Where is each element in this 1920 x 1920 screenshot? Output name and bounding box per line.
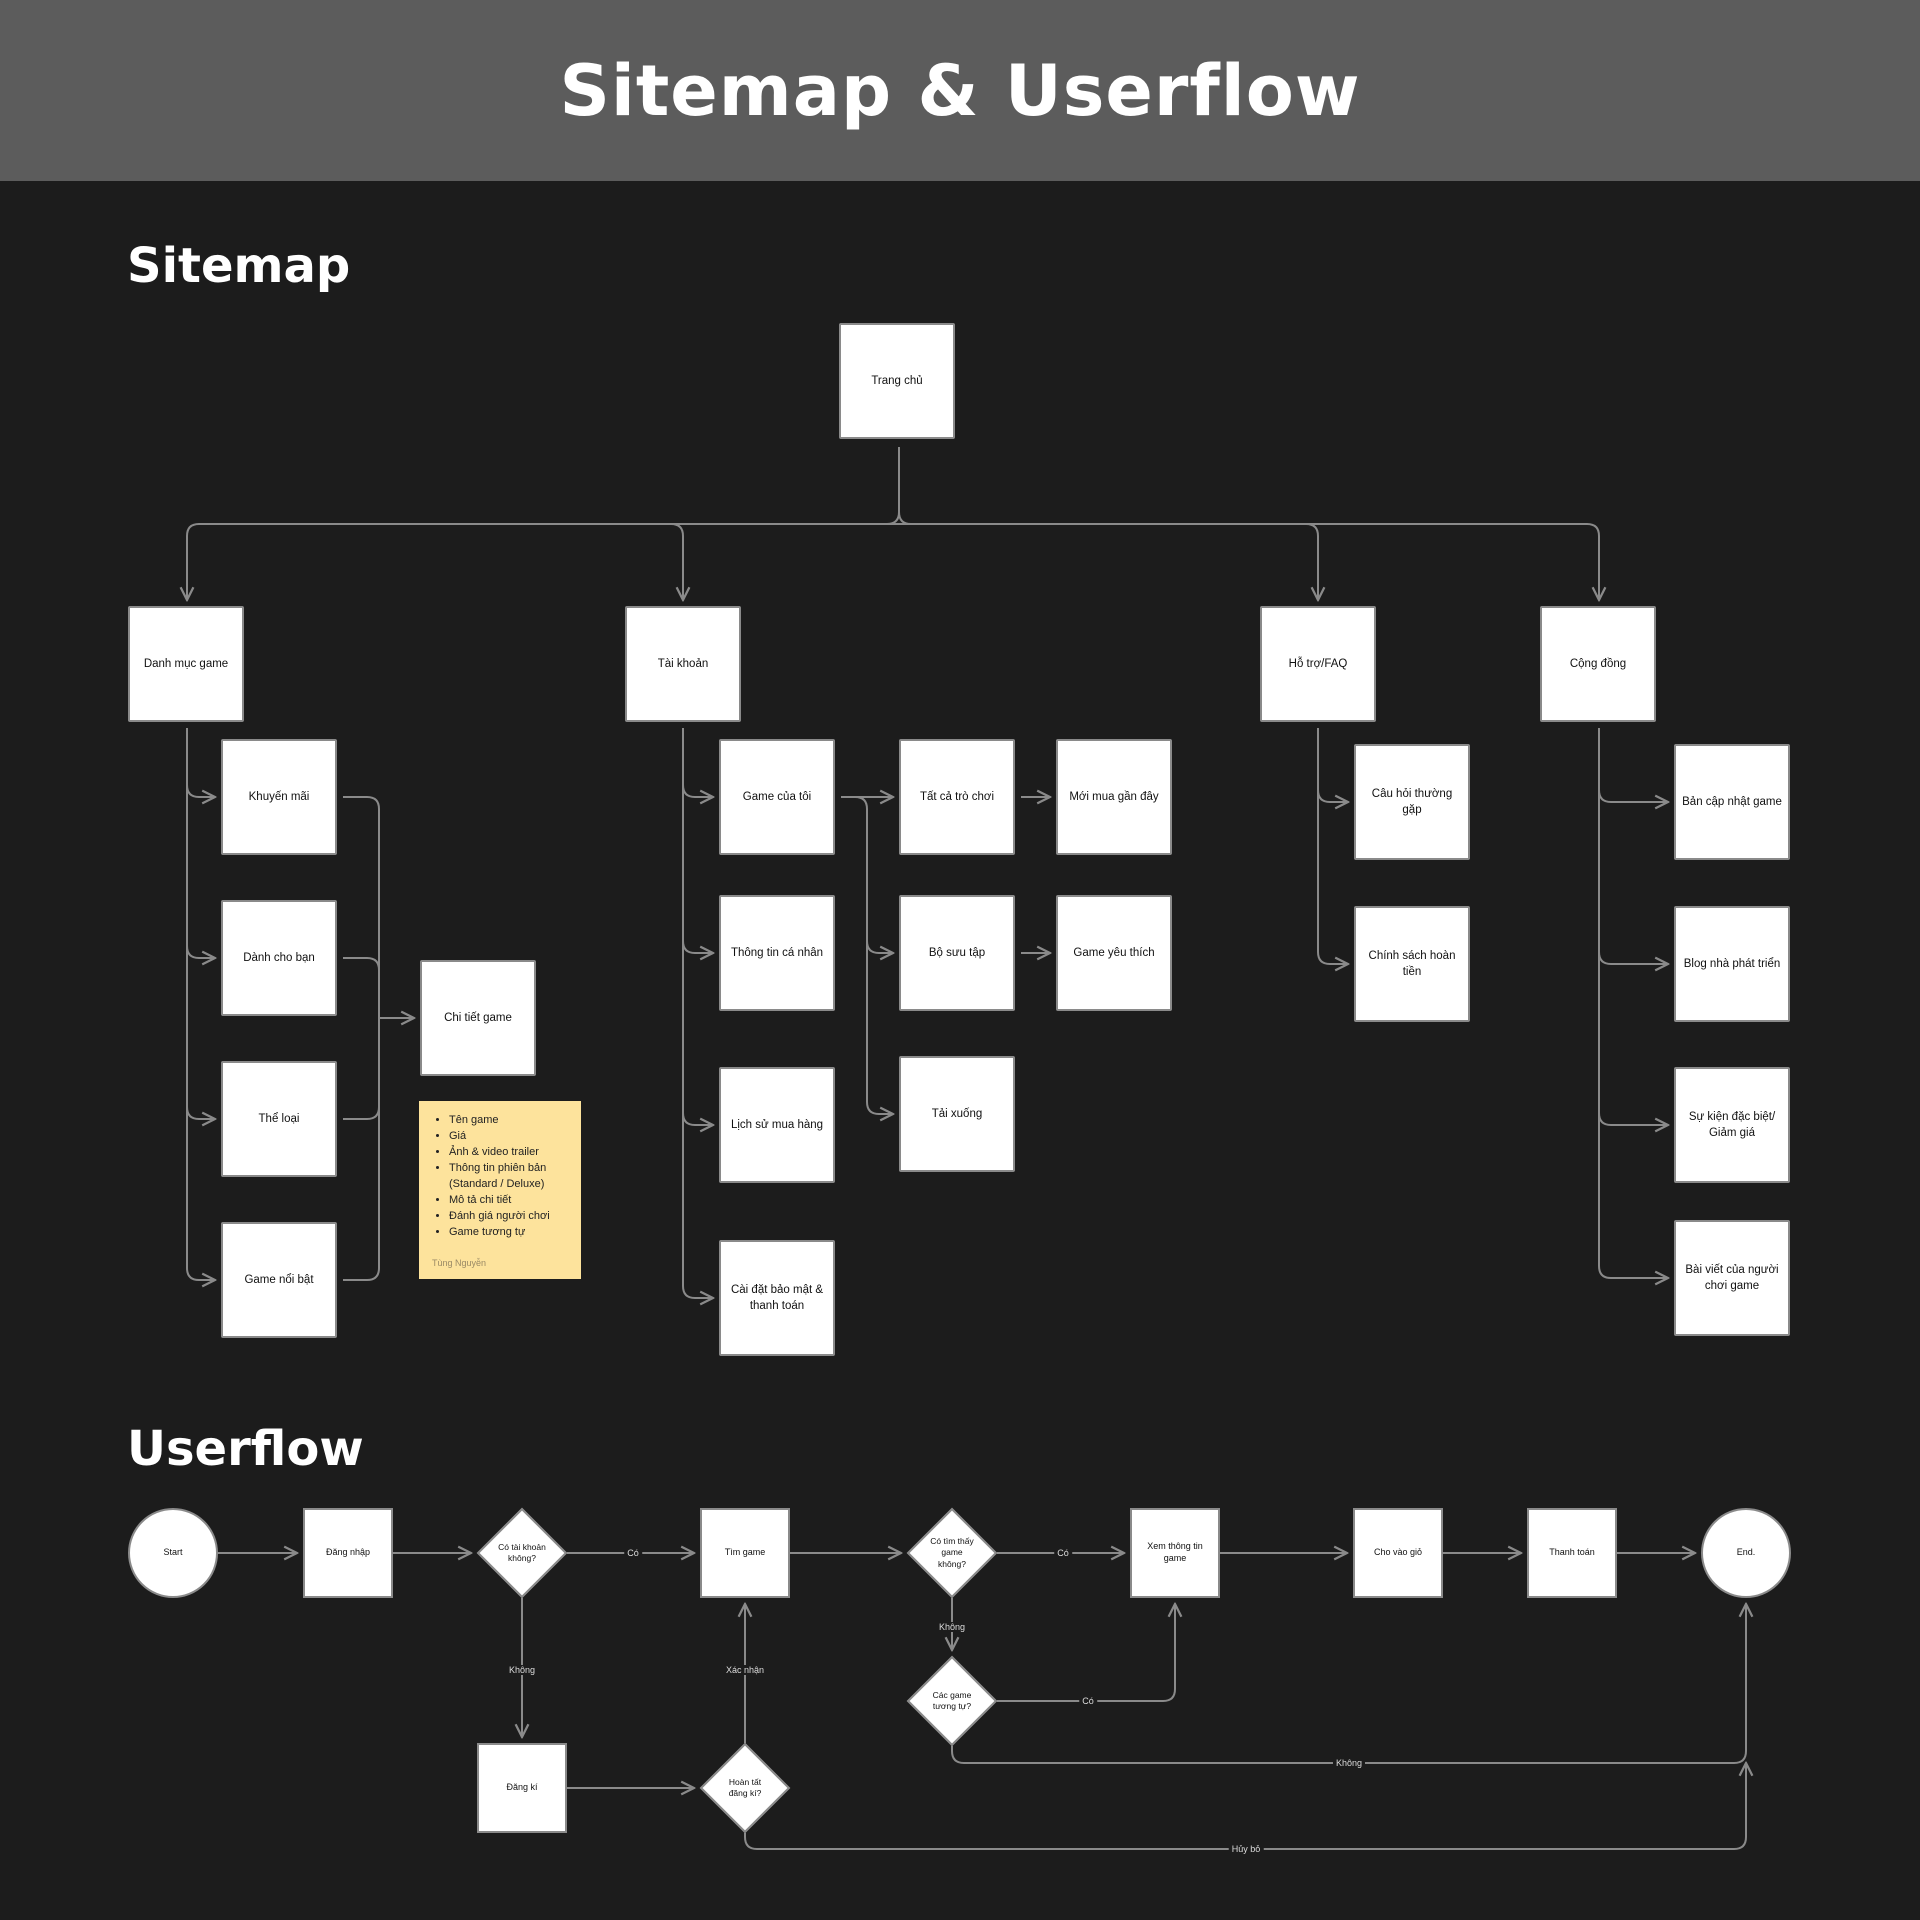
flow-register-done-decision[interactable]: Hoàn tất đăng kí? [699, 1742, 791, 1834]
connector-line [670, 523, 899, 600]
edge-label-yes: Có [1079, 1696, 1097, 1706]
node-featured[interactable]: Game nổi bật [221, 1222, 337, 1338]
node-faq[interactable]: Câu hỏi thường gặp [1354, 744, 1470, 860]
connector-line [186, 945, 215, 958]
connector-line [682, 1112, 713, 1125]
list-item: Giá [449, 1129, 569, 1145]
flow-found-game-decision[interactable]: Có tìm thấy game không? [906, 1507, 998, 1599]
flow-has-account-decision[interactable]: Có tài khoản không? [476, 1507, 568, 1599]
list-item: Game tương tự [449, 1225, 569, 1241]
node-recent[interactable]: Mới mua gần đây [1056, 739, 1172, 855]
connector-line [899, 523, 1318, 600]
game-detail-field-list: Tên game Giá Ảnh & video trailer Thông t… [431, 1113, 569, 1241]
edge-label-yes: Có [1054, 1548, 1072, 1558]
node-collection[interactable]: Bộ sưu tập [899, 895, 1015, 1011]
flow-login[interactable]: Đăng nhập [303, 1508, 393, 1598]
node-all-games[interactable]: Tất cả trò chơi [899, 739, 1015, 855]
connector-line [997, 1604, 1175, 1702]
node-support[interactable]: Hỗ trợ/FAQ [1260, 606, 1376, 722]
node-dev-blog[interactable]: Blog nhà phát triển [1674, 906, 1790, 1022]
flow-checkout[interactable]: Thanh toán [1527, 1508, 1617, 1598]
connector-line [186, 728, 215, 1280]
list-item: Thông tin phiên bản (Standard / Deluxe) [449, 1161, 569, 1193]
connector-line [1598, 789, 1668, 802]
decision-label: Các game tương tự? [932, 1689, 972, 1711]
decision-label: Có tài khoản không? [498, 1541, 546, 1563]
edge-label-confirm: Xác nhận [722, 1665, 768, 1675]
connector-line [343, 1106, 380, 1120]
connector-line [343, 957, 380, 971]
connector-line [186, 1106, 215, 1119]
flow-similar-games-decision[interactable]: Các game tương tự? [906, 1655, 998, 1747]
node-downloads[interactable]: Tải xuống [899, 1056, 1015, 1172]
node-catalog[interactable]: Danh mục game [128, 606, 244, 722]
connector-line [187, 511, 900, 600]
header-bar: Sitemap & Userflow [0, 0, 1920, 181]
edge-label-cancel: Hủy bỏ [1228, 1844, 1264, 1854]
connector-line [186, 784, 215, 797]
connector-line [744, 1763, 1746, 1850]
connector-line [1317, 789, 1348, 802]
list-item: Mô tả chi tiết [449, 1193, 569, 1209]
connector-line [682, 728, 713, 1298]
sitemap-title: Sitemap [127, 238, 351, 294]
connector-line [898, 511, 1599, 600]
node-updates[interactable]: Bản cập nhật game [1674, 744, 1790, 860]
userflow-title: Userflow [127, 1421, 364, 1477]
list-item: Ảnh & video trailer [449, 1145, 569, 1161]
node-genre[interactable]: Thể loại [221, 1061, 337, 1177]
connector-line [1598, 1112, 1668, 1125]
connector-line [343, 796, 380, 1281]
connector-line [682, 784, 713, 797]
page-title: Sitemap & Userflow [559, 49, 1361, 132]
edge-label-no: Không [1332, 1758, 1366, 1768]
edge-label-no: Không [935, 1622, 969, 1632]
node-game-detail[interactable]: Chi tiết game [420, 960, 536, 1076]
sticky-author: Tùng Nguyễn [432, 1258, 487, 1268]
flow-add-cart[interactable]: Cho vào giỏ [1353, 1508, 1443, 1598]
connector-line [682, 940, 713, 953]
decision-label: Hoàn tất đăng kí? [728, 1776, 762, 1798]
edge-label-no: Không [505, 1665, 539, 1675]
node-profile[interactable]: Thông tin cá nhân [719, 895, 835, 1011]
node-community[interactable]: Cộng đồng [1540, 606, 1656, 722]
connector-line [841, 796, 893, 1114]
connector-line [1598, 728, 1668, 1278]
node-for-you[interactable]: Dành cho bạn [221, 900, 337, 1016]
node-account[interactable]: Tài khoản [625, 606, 741, 722]
connector-line [951, 1604, 1746, 1764]
flow-find-game[interactable]: Tìm game [700, 1508, 790, 1598]
flow-end[interactable]: End. [1701, 1508, 1791, 1598]
edge-label-yes: Có [624, 1548, 642, 1558]
node-events[interactable]: Sự kiện đặc biệt/ Giảm giá [1674, 1067, 1790, 1183]
connector-line [1317, 728, 1348, 964]
node-player-posts[interactable]: Bài viết của người chơi game [1674, 1220, 1790, 1336]
flow-start[interactable]: Start [128, 1508, 218, 1598]
node-security-payment[interactable]: Cài đặt bảo mật & thanh toán [719, 1240, 835, 1356]
decision-label: Có tìm thấy game không? [930, 1535, 974, 1569]
node-purchase-history[interactable]: Lịch sử mua hàng [719, 1067, 835, 1183]
node-home[interactable]: Trang chủ [839, 323, 955, 439]
connector-line [866, 940, 893, 953]
node-favorites[interactable]: Game yêu thích [1056, 895, 1172, 1011]
sticky-note: Tên game Giá Ảnh & video trailer Thông t… [419, 1101, 581, 1279]
node-my-games[interactable]: Game của tôi [719, 739, 835, 855]
list-item: Đánh giá người chơi [449, 1209, 569, 1225]
flow-register[interactable]: Đăng kí [477, 1743, 567, 1833]
node-refund[interactable]: Chính sách hoàn tiền [1354, 906, 1470, 1022]
list-item: Tên game [449, 1113, 569, 1129]
flow-view-info[interactable]: Xem thông tin game [1130, 1508, 1220, 1598]
connector-line [1598, 951, 1668, 964]
node-promo[interactable]: Khuyến mãi [221, 739, 337, 855]
